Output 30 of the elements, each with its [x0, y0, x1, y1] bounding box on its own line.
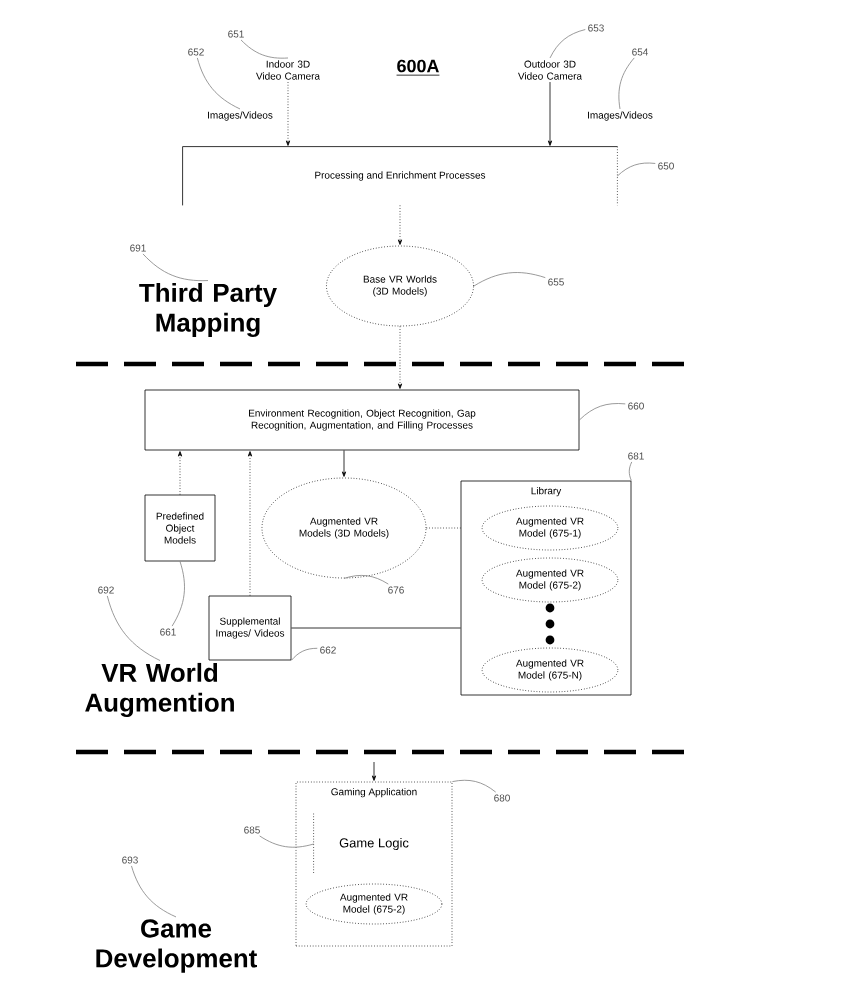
leader-line — [579, 403, 626, 421]
leader-line — [196, 57, 241, 110]
leader-line — [628, 461, 633, 481]
arrow — [371, 761, 377, 781]
leader-line — [452, 779, 497, 793]
section-heading: Game Development — [96, 919, 257, 973]
leader-line — [291, 647, 318, 661]
leader-line — [142, 253, 209, 282]
leader-line — [259, 835, 314, 848]
arrow — [397, 326, 403, 389]
figure-title: 600A — [396, 59, 440, 76]
leader-line — [171, 561, 185, 627]
leader-line — [343, 575, 389, 585]
leader-line — [473, 272, 546, 287]
leader-line — [240, 39, 289, 59]
leader-line — [131, 865, 177, 918]
arrow — [247, 451, 253, 596]
leader-line — [617, 162, 656, 177]
leader-line — [618, 57, 635, 110]
arrow — [285, 81, 291, 146]
arrow — [547, 81, 553, 146]
leader-line — [106, 595, 161, 661]
arrow — [177, 451, 183, 495]
section-heading: VR World Augmention — [85, 662, 234, 718]
connector-line — [291, 627, 461, 629]
arrow — [341, 450, 347, 477]
connector-line — [426, 527, 461, 529]
section-heading: Third Party Mapping — [139, 282, 277, 338]
leader-line — [549, 29, 586, 59]
arrow — [397, 205, 403, 245]
